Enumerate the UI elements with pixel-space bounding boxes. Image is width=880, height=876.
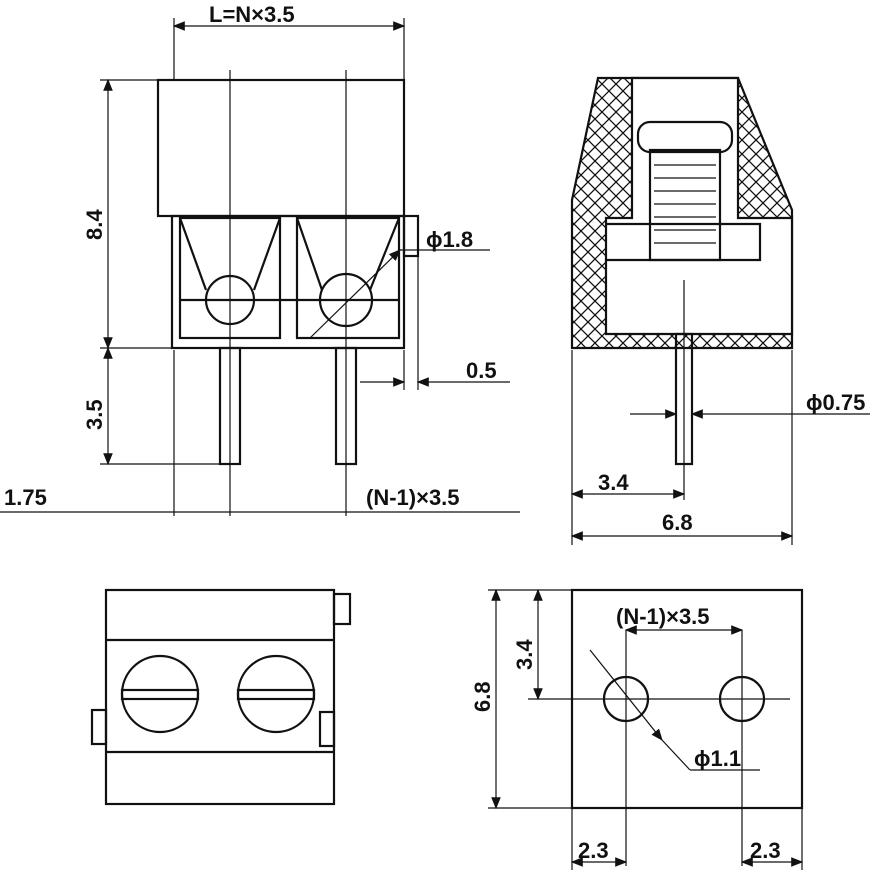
hole-diameter-label: ϕ1.8 bbox=[426, 227, 473, 252]
screw-thread bbox=[654, 164, 716, 244]
front-view: L=N×3.5 8.4 ϕ1.8 0.5 3.5 1.75 (N-1)×3.5 bbox=[0, 2, 520, 516]
bottom-right-margin-label: 2.3 bbox=[750, 838, 781, 863]
pin-diameter-label: ϕ0.75 bbox=[806, 390, 865, 415]
bottom-hole-diameter-label: ϕ1.1 bbox=[694, 746, 741, 771]
top-view bbox=[90, 588, 352, 806]
side-depth-label: 6.8 bbox=[662, 510, 693, 535]
bottom-pin-offset-label: 3.4 bbox=[512, 639, 537, 670]
pitch-front-label: (N-1)×3.5 bbox=[366, 485, 460, 510]
pin-length-label: 3.5 bbox=[82, 399, 107, 430]
pitch-bottom-label: (N-1)×3.5 bbox=[616, 604, 710, 629]
edge-offset-label: 1.75 bbox=[4, 485, 47, 510]
side-view: ϕ0.75 3.4 6.8 bbox=[570, 76, 870, 545]
bottom-depth-label: 6.8 bbox=[470, 681, 495, 712]
body-height-label: 8.4 bbox=[82, 209, 107, 240]
bottom-left-margin-label: 2.3 bbox=[578, 838, 609, 863]
side-pin-offset-label: 3.4 bbox=[598, 470, 629, 495]
offset-label: 0.5 bbox=[466, 358, 497, 383]
bottom-view: (N-1)×3.5 3.4 6.8 ϕ1.1 2.3 2.3 bbox=[470, 588, 804, 870]
front-width-label: L=N×3.5 bbox=[209, 2, 295, 27]
